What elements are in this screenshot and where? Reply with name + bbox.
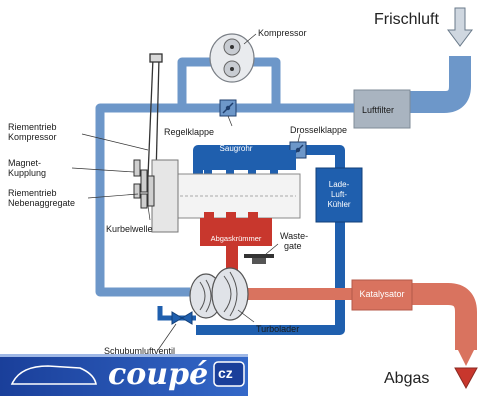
kompressor-icon bbox=[209, 33, 255, 83]
coupe-brand-text: coupé bbox=[108, 357, 209, 392]
kurbelwelle-label: Kurbelwelle bbox=[106, 224, 153, 234]
lade-label-3: Kühler bbox=[327, 200, 351, 209]
ladeluftkuehler-box bbox=[315, 167, 363, 223]
saugrohr-label: Saugrohr bbox=[219, 144, 253, 153]
riementrieb-kompressor-label-1: Riementrieb bbox=[8, 122, 57, 132]
magnet-kupplung-label-2: Kupplung bbox=[8, 168, 47, 178]
schubumluftventil-label: Schubumluftventil bbox=[104, 346, 176, 356]
riementrieb-neben-label-2: Nebenaggregate bbox=[8, 198, 76, 208]
wastegate-icon bbox=[244, 254, 274, 264]
wastegate-label-2: gate bbox=[284, 241, 302, 251]
riementrieb-neben-label-1: Riementrieb bbox=[8, 188, 57, 198]
katalysator-label: Katalysator bbox=[359, 289, 405, 299]
exhaust-pipe bbox=[238, 279, 478, 390]
lade-label-2: Luft- bbox=[330, 190, 347, 199]
regelklappe-label: Regelklappe bbox=[164, 127, 215, 137]
coupe-logo bbox=[0, 354, 248, 396]
abgaskruemmer-manifold bbox=[200, 212, 272, 270]
coupe-cz-badge: cz bbox=[218, 365, 233, 381]
abgas-label: Abgas bbox=[384, 370, 430, 387]
riementrieb-kompressor-label-2: Kompressor bbox=[8, 132, 57, 142]
drosselklappe-label: Drosselklappe bbox=[290, 125, 348, 135]
luftfilter-box bbox=[353, 89, 411, 129]
riementrieb-kompressor-belt bbox=[147, 53, 163, 177]
lade-label-1: Lade- bbox=[328, 180, 350, 189]
luftfilter-label: Luftfilter bbox=[362, 105, 395, 115]
leader-lines bbox=[71, 33, 301, 351]
pulley-assembly bbox=[133, 159, 155, 209]
regelklappe-valve bbox=[219, 99, 237, 117]
engine-block bbox=[151, 159, 301, 233]
wastegate-label-1: Waste- bbox=[280, 231, 309, 241]
turbolader-label: Turbolader bbox=[256, 324, 300, 334]
abgaskruemmer-label: Abgaskrümmer bbox=[210, 234, 262, 243]
magnet-kupplung-label-1: Magnet- bbox=[8, 158, 42, 168]
schubumluftventil-valve bbox=[157, 306, 196, 325]
frischluft-label: Frischluft bbox=[374, 11, 439, 28]
kompressor-label: Kompressor bbox=[258, 28, 307, 38]
saugrohr-manifold bbox=[196, 150, 296, 178]
fresh-air-inlet bbox=[408, 7, 473, 113]
turbolader-icon bbox=[189, 267, 249, 321]
